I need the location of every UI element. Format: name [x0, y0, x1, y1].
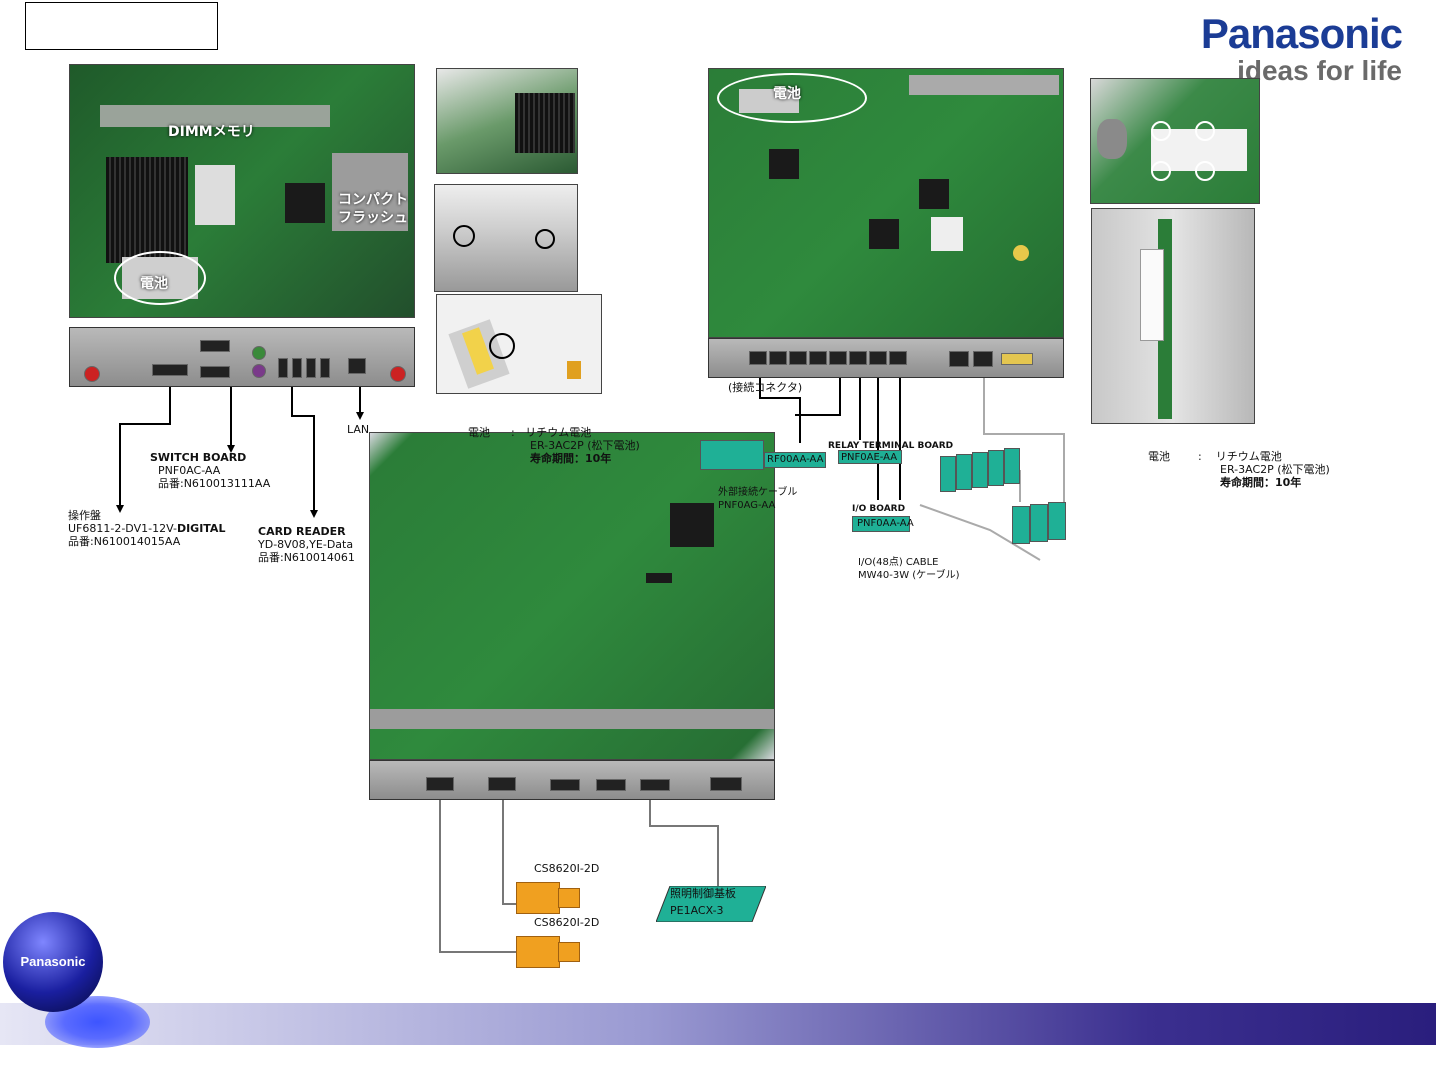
- switch-board-label: SWITCH BOARD PNF0AC-AA 品番:N610013111AA: [150, 451, 270, 490]
- io-board-photo: 電池: [708, 68, 1064, 338]
- card-reader-part: 品番:N610014061: [258, 551, 355, 564]
- detail-photo-3: [436, 294, 602, 394]
- battery-right-life: 寿命期間：10年: [1220, 476, 1302, 489]
- footer-bar: [0, 1003, 1436, 1045]
- title-placeholder-box: [25, 2, 218, 50]
- camera-2: [516, 930, 584, 968]
- card-reader-model: YD-8V08,YE-Data: [258, 538, 354, 551]
- battery-right-title: 電池: [1148, 450, 1170, 463]
- battery-closeup-photo-1: [1090, 78, 1260, 204]
- card-reader-label: CARD READER YD-8V08,YE-Data 品番:N61001406…: [258, 525, 355, 564]
- panasonic-logo: Panasonic ideas for life: [1200, 10, 1403, 86]
- flash-label: コンパクト フラッシュ: [338, 192, 408, 226]
- switch-board-title: SWITCH BOARD: [150, 451, 247, 464]
- io-board-box-title: I/O BOARD: [852, 504, 906, 514]
- camera-2-label: CS8620I-2D: [534, 916, 600, 929]
- camera-1-label: CS8620I-2D: [534, 862, 600, 875]
- battery-center-label: 電池 : リチウム電池 ER-3AC2P (松下電池) 寿命期間：10年: [468, 426, 640, 465]
- cpu-board-photo: DIMMメモリ コンパクト フラッシュ 電池: [69, 64, 415, 318]
- battery-center-type: リチウム電池: [525, 426, 592, 439]
- operator-title: 操作盤: [68, 509, 101, 522]
- operator-model-prefix: UF6811-2-DV1-12V-: [68, 522, 177, 535]
- camera-1: [516, 876, 584, 914]
- relay-board-box-b: RF00AA-AA: [764, 452, 826, 468]
- light-board-line2: PE1ACX-3: [670, 904, 724, 917]
- io-front-panel: [708, 338, 1064, 378]
- external-cable-line2: PNF0AG-AA: [718, 500, 776, 511]
- logo-tagline: ideas for life: [1237, 55, 1402, 86]
- detail-photo-2: [434, 184, 578, 292]
- relay-terminal-label-1: RELAY TERMINAL BOARD: [828, 441, 954, 451]
- detail-photo-1: [436, 68, 578, 174]
- panasonic-sphere-logo: Panasonic: [3, 912, 103, 1012]
- operator-model-bold: DIGITAL: [176, 522, 226, 535]
- cpu-battery-label: 電池: [140, 276, 168, 292]
- relay-board-box-a: [700, 440, 764, 470]
- battery-right-model: ER-3AC2P (松下電池): [1220, 463, 1330, 476]
- io-cable-line1: I/O(48点) CABLE: [858, 557, 939, 568]
- battery-center-life: 寿命期間：10年: [530, 452, 612, 465]
- io-battery-label: 電池: [773, 86, 801, 102]
- sphere-text: Panasonic: [20, 954, 86, 969]
- external-cable-line1: 外部接続ケーブル: [718, 487, 798, 498]
- main-io-front-panel: [369, 760, 775, 800]
- switch-board-part: 品番:N610013111AA: [158, 477, 271, 490]
- io-cable-line2: MW40-3W (ケーブル): [858, 570, 960, 581]
- relay-board-box-c: PNF0AE-AA: [838, 450, 902, 464]
- battery-right-label: 電池 : リチウム電池 ER-3AC2P (松下電池) 寿命期間：10年: [1148, 450, 1330, 489]
- logo-brand: Panasonic: [1200, 10, 1403, 57]
- lan-label: LAN: [347, 423, 370, 436]
- terminal-block-stack-2: [1012, 500, 1070, 546]
- light-board-line1: 照明制御基板: [670, 887, 736, 900]
- battery-right-type: リチウム電池: [1215, 450, 1282, 463]
- battery-closeup-photo-2: [1091, 208, 1255, 424]
- terminal-block-stack-1: [940, 448, 1024, 492]
- main-io-board-photo: [369, 432, 775, 760]
- dimm-label: DIMMメモリ: [168, 124, 255, 140]
- switch-board-model: PNF0AC-AA: [158, 464, 221, 477]
- external-cable-label: 外部接続ケーブル PNF0AG-AA: [718, 486, 797, 512]
- battery-center-title: 電池: [468, 426, 490, 439]
- operator-part: 品番:N610014015AA: [68, 535, 181, 548]
- io-board-box: PNF0AA-AA: [852, 516, 914, 532]
- light-control-board: [655, 885, 767, 923]
- card-reader-title: CARD READER: [258, 525, 346, 538]
- operator-panel-label: 操作盤 UF6811-2-DV1-12V-DIGITAL 品番:N6100140…: [68, 509, 225, 548]
- io-cable-label: I/O(48点) CABLE MW40-3W (ケーブル): [858, 556, 959, 582]
- battery-center-model: ER-3AC2P (松下電池): [530, 439, 640, 452]
- connector-top-label: (接続コネクタ): [728, 381, 803, 394]
- cpu-front-panel: [69, 327, 415, 387]
